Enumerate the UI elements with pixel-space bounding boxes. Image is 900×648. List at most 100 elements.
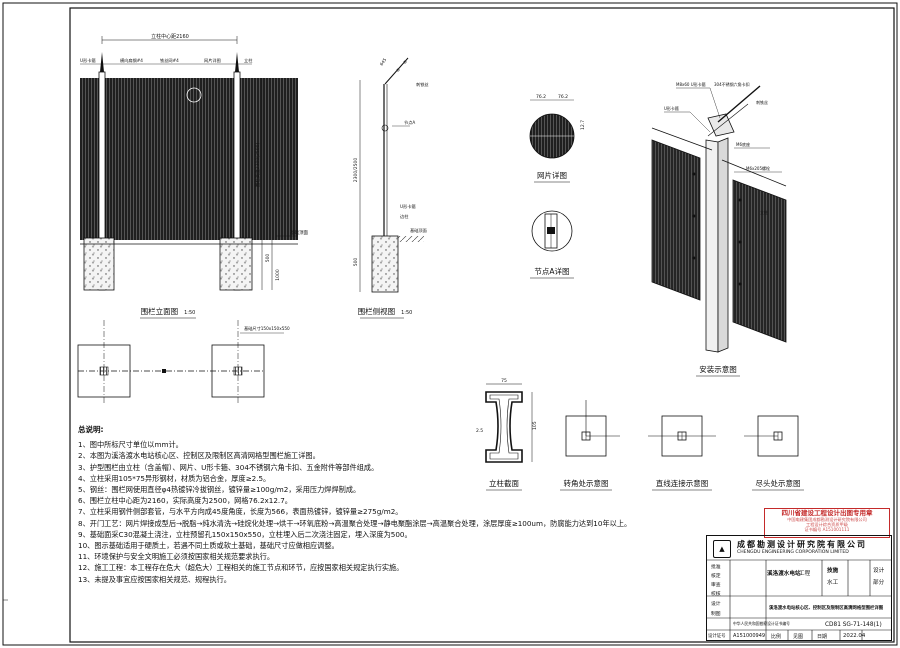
fence-elevation-view: 立柱中心距2160 围栏高度2300(2500) 500 1000 基础顶面 U…	[80, 33, 308, 319]
dim-span: 立柱中心距2160	[151, 33, 189, 40]
role-design: 设计	[711, 602, 721, 607]
cert-line: 中华人民共和国勘察设计证书编号	[733, 621, 790, 626]
section-dim-height: 105	[532, 421, 538, 430]
install-callout-m6-base: M6底座	[736, 141, 750, 147]
install-callout-buckle: 304不锈钢六角卡扣	[714, 81, 750, 87]
general-notes: 总说明: 1、图中所标尺寸单位以mm计。 2、本图为溪洛渡水电站核心区、控制区及…	[78, 424, 688, 585]
role-draw: 制图	[711, 612, 721, 617]
stamp-title: 四川省建设工程设计出图专用章	[781, 509, 873, 517]
mesh-pitch: 12.7	[580, 120, 586, 130]
note-line: 6、围栏立柱中心距为2160，实际高度为2500，网格76.2x12.7。	[78, 496, 292, 506]
note-line: 12、施工工程：本工程存在危大（超危大）工程相关的施工节点和环节，应按国家相关规…	[78, 563, 404, 573]
company-name-cn: 成都勘测设计研究院有限公司	[737, 540, 867, 549]
callout-flat-steel: 横向扁钢#4	[120, 57, 143, 64]
mesh-dim-2: 76.2	[558, 94, 568, 100]
stamp-line: 工程设计综合资质甲级	[806, 522, 848, 527]
cert-number: A151000949	[733, 633, 766, 639]
side-callout-barbed: 刺铁丝	[416, 81, 429, 88]
post-section: 75 105 2.5 立柱截面	[476, 378, 538, 491]
dim-height: 围栏高度2300(2500)	[254, 143, 261, 188]
side-callout-base: 基础顶面	[410, 227, 427, 234]
date-label: 日期	[817, 634, 828, 640]
drawing-title: 溪洛渡水电站核心区、控制区及限制区高清网格型围栏详图	[769, 606, 884, 611]
install-callout-barbed: 刺铁丝	[756, 99, 768, 105]
side-dim-height: 2300/2500	[353, 158, 359, 183]
scale-label: 比例	[771, 634, 782, 640]
section-dim-thk: 2.5	[476, 428, 483, 434]
company-logo: ▲	[713, 540, 731, 558]
mesh-dim-1: 76.2	[536, 94, 546, 100]
stamp-line: 中国电建集团成都勘测设计研究院有限公司	[787, 517, 867, 522]
note-line: 1、图中所标尺寸单位以mm计。	[78, 440, 183, 450]
note-line: 11、环境保护与安全文明施工必须按国家相关规范要求执行。	[78, 552, 275, 562]
discipline-value: 水工	[827, 580, 839, 586]
role-check: 校核	[711, 592, 721, 597]
callout-wire: 铁丝网#4	[160, 57, 179, 64]
side-dim-645: 645	[379, 57, 388, 67]
install-callout-u-clip: U形卡箍	[664, 105, 679, 111]
install-callout-m6-bolt: M6x205螺栓	[746, 165, 770, 171]
end-title: 尽头处示意图	[756, 478, 801, 488]
footing-label: 基础尺寸150x150x550	[244, 325, 290, 332]
role-cert: 设计证号	[708, 634, 726, 639]
drawing-frame	[69, 7, 895, 643]
dim-1000: 1000	[275, 269, 281, 281]
callout-post: 立柱	[244, 57, 253, 64]
scale-value: 见图	[793, 634, 804, 640]
mesh-panel	[80, 78, 298, 240]
project-name: 溪洛渡水电站	[767, 571, 801, 577]
base-label: 基础顶面	[290, 229, 308, 236]
straight-detail: 直线连接示意图	[648, 415, 716, 491]
role-approve: 批准	[711, 565, 721, 570]
install-callout-m8: M8x60 U形卡箍	[676, 81, 706, 87]
note-line: 9、基础面采C30混凝土浇注，立柱预留孔150x150x550，立柱埋入后二次浇…	[78, 529, 412, 539]
side-callout-edge-post: 边柱	[400, 213, 409, 220]
title-block-grid	[706, 559, 892, 641]
install-callout-post: 立柱	[760, 209, 768, 215]
node-a-detail: 节点A详图	[530, 210, 574, 279]
install-title: 安装示意图	[699, 364, 737, 374]
corner-detail: 转角处示意图	[560, 400, 620, 491]
corner-title: 转角处示意图	[564, 478, 609, 488]
straight-title: 直线连接示意图	[656, 478, 709, 488]
role-verify: 核定	[711, 574, 721, 579]
note-line: 5、钢丝：围栏网使用直径φ4热镀锌冷拔钢丝，镀锌量≥100g/m2，采用压力焊焊…	[78, 485, 361, 495]
side-dim-500: 500	[353, 258, 359, 267]
stamp-line: 证书编号 A151001111	[804, 527, 850, 532]
note-line: 7、立柱采用钢件侧部套管，与水平方向成45度角度，长度为566，表面热镀锌，镀锌…	[78, 507, 403, 517]
section-dim-width: 75	[501, 378, 507, 384]
node-a-title: 节点A详图	[534, 266, 569, 276]
footing-plan: 基础尺寸150x150x550	[77, 320, 290, 404]
date-value: 2022.04	[843, 633, 866, 639]
note-line: 10、图示基础适用于硬质土，若遇不同土质或软土基础，基础尺寸应做相应调整。	[78, 541, 339, 551]
company-name-en: CHENGDU ENGINEERING CORPORATION LIMITED	[737, 550, 849, 555]
side-callout-node-a: 节点A	[404, 120, 415, 126]
design-label: 设计	[873, 568, 885, 574]
note-line: 4、立柱采用105*75异形钢材，材质为铝合金，厚度≥2.5。	[78, 473, 271, 483]
end-detail: 尽头处示意图	[744, 415, 804, 491]
callout-u-clip: U形卡箍	[80, 57, 96, 64]
title-block: ▲ 成都勘测设计研究院有限公司 CHENGDU ENGINEERING CORP…	[706, 535, 892, 641]
mesh-detail: 76.2 76.2 12.7 网片详图	[529, 94, 586, 183]
post-section-title: 立柱截面	[489, 478, 519, 488]
dim-500: 500	[265, 254, 271, 263]
phase-value: 技施	[827, 568, 839, 574]
installation-diagram: M8x60 U形卡箍 304不锈钢六角卡扣 U形卡箍 刺铁丝 M6底座 M6x2…	[651, 81, 787, 377]
role-review: 审查	[711, 583, 721, 588]
notes-title: 总说明:	[78, 425, 104, 434]
note-line: 2、本图为溪洛渡水电站核心区、控制区及限制区高清网格型围栏施工详图。	[78, 451, 320, 461]
drawing-number: CD81 SG-71-148(1)	[825, 622, 882, 628]
callout-mesh-detail: 网片详图	[204, 57, 221, 64]
mesh-detail-title: 网片详图	[537, 170, 567, 180]
fence-side-view: 2300/2500 500 645 刺铁丝 节点A U形卡箍 边柱 基础顶面 围…	[353, 57, 429, 319]
part-label: 部分	[873, 580, 885, 586]
note-line: 13、未提及事宜应按国家相关规范、规程执行。	[78, 574, 231, 584]
note-line: 8、开门工艺：网片焊接成型后→脱脂→纯水清洗→硅烷化处理→烘干→环氧底粉→高温聚…	[78, 518, 632, 528]
stage-label: 工程	[799, 571, 811, 577]
design-stamp: 四川省建设工程设计出图专用章 中国电建集团成都勘测设计研究院有限公司 工程设计综…	[764, 508, 890, 538]
side-callout-u-clip: U形卡箍	[400, 203, 416, 210]
